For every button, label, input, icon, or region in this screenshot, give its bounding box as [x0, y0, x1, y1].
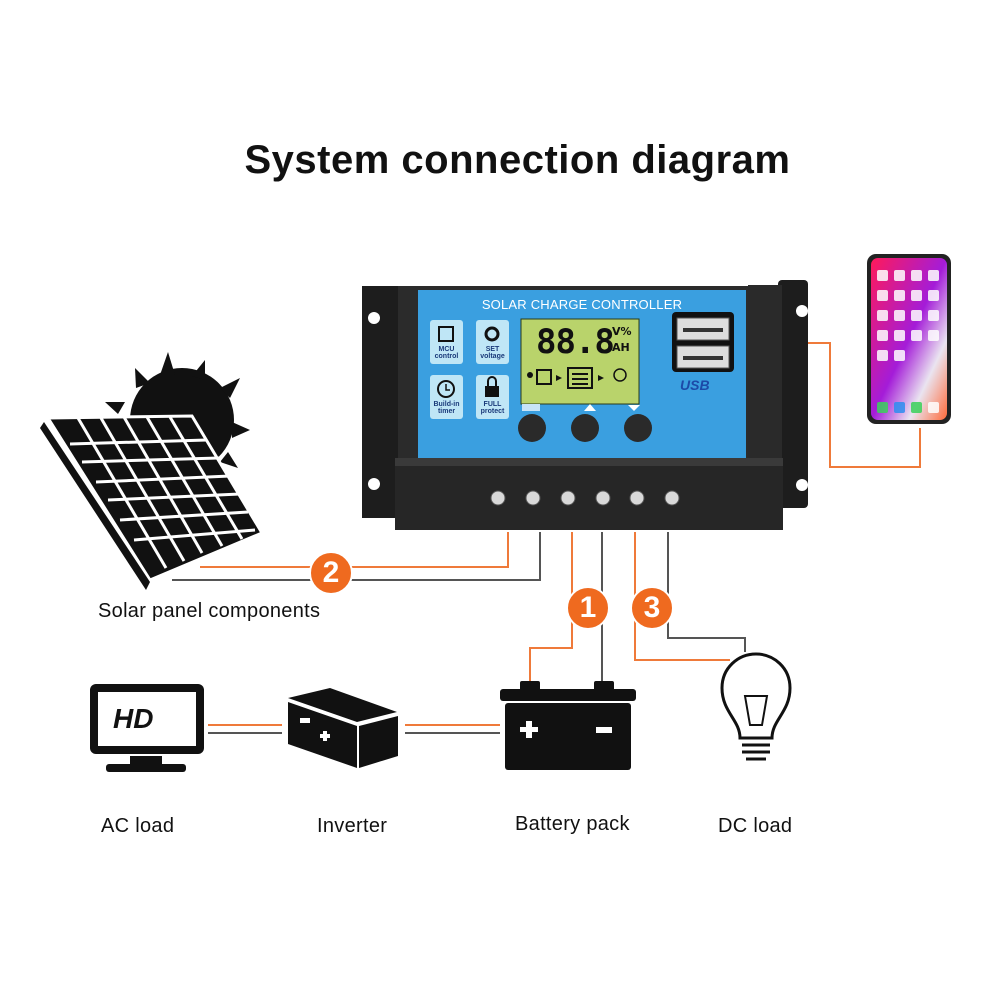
tile-label: protect	[480, 408, 505, 415]
chip-icon	[438, 326, 454, 342]
label-dc-load: DC load	[718, 815, 793, 837]
tile-full-protect: FULL protect	[476, 401, 509, 415]
usb-label: USB	[680, 377, 710, 393]
tile-label: voltage	[480, 353, 505, 360]
tile-label: control	[434, 353, 459, 360]
battery-icon	[500, 681, 636, 770]
charge-controller	[362, 280, 808, 530]
lock-icon	[485, 376, 499, 397]
wires	[172, 342, 921, 734]
tile-label: timer	[437, 408, 456, 415]
terminal-screws	[490, 490, 680, 506]
tile-mcu-control: MCU control	[430, 346, 463, 360]
badge-battery: 1	[566, 586, 610, 630]
badge-dc-load: 3	[630, 586, 674, 630]
lcd-digits: 88.8	[536, 322, 615, 362]
clock-icon	[437, 380, 455, 398]
label-solar-panel: Solar panel components	[98, 600, 321, 622]
smartphone-icon	[867, 254, 951, 424]
down-button	[624, 414, 652, 442]
tile-label: SET	[485, 346, 500, 353]
lcd-flow-icons	[527, 367, 627, 389]
tile-build-in-timer: Build-in timer	[430, 401, 463, 415]
monitor-icon	[90, 684, 204, 772]
inverter-icon	[288, 688, 398, 768]
label-ac-load: AC load	[101, 815, 175, 837]
tile-label: FULL	[483, 401, 502, 408]
diagram-title: System connection diagram	[244, 138, 791, 182]
gear-icon	[484, 326, 500, 342]
up-button	[571, 414, 599, 442]
label-inverter: Inverter	[317, 815, 388, 837]
lcd-unit-top: V%	[612, 325, 632, 338]
light-bulb-icon	[720, 652, 792, 761]
menu-button	[518, 414, 546, 442]
label-battery-pack: Battery pack	[515, 813, 630, 835]
tile-set-voltage: SET voltage	[476, 346, 509, 360]
badge-solar: 2	[309, 551, 353, 595]
lcd-unit-bottom: AH	[612, 341, 630, 354]
tile-label: Build-in	[433, 401, 460, 408]
tile-label: MCU	[438, 346, 455, 353]
controller-title: SOLAR CHARGE CONTROLLER	[481, 297, 683, 312]
solar-panel-icon	[40, 414, 265, 590]
hd-screen-text: HD	[113, 703, 154, 734]
